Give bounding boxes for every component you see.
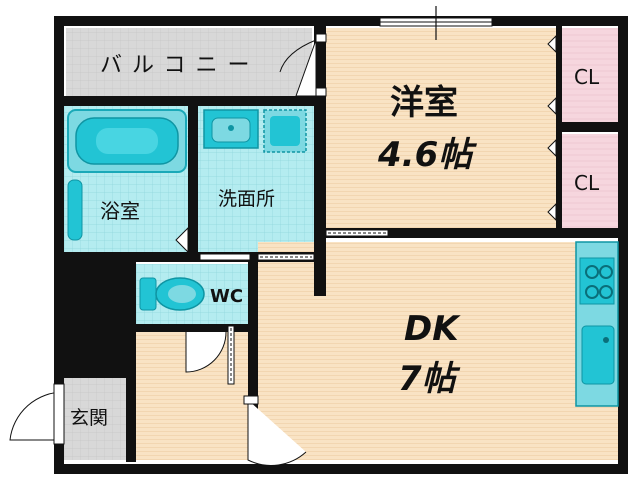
washroom-label: 洗面所 [218, 188, 275, 210]
sliding-door-western[interactable] [325, 229, 389, 237]
bathtub-icon [67, 109, 187, 173]
toilet-icon [139, 277, 205, 311]
washbasin-icon [203, 109, 259, 149]
hall-door[interactable] [243, 395, 307, 466]
entrance-door[interactable] [9, 383, 65, 445]
bath-label: 浴室 [100, 199, 140, 223]
kitchen-counter [575, 241, 619, 407]
shower-icon [67, 179, 83, 241]
sliding-door-hall[interactable] [227, 325, 235, 385]
sliding-door-washroom[interactable] [257, 253, 315, 261]
closet-1-floor [562, 28, 618, 122]
balcony-door[interactable] [279, 33, 327, 97]
closet-2-label: CL [574, 171, 600, 195]
washing-machine-icon [263, 109, 307, 153]
closet-2-floor [562, 134, 618, 228]
toilet-label: WC [210, 286, 243, 307]
closet-1-label: CL [574, 65, 600, 89]
dk-label: DK [404, 309, 461, 349]
entrance-floor [64, 378, 130, 460]
western-room-label: 洋室 [390, 83, 458, 123]
closet-door-2[interactable] [547, 138, 557, 222]
balcony-label: バルコニー [100, 53, 260, 78]
balcony-floor [66, 28, 312, 96]
western-room-floor [326, 28, 556, 228]
closet-door-1[interactable] [547, 34, 557, 116]
toilet-door[interactable] [185, 331, 227, 373]
entrance-label: 玄関 [70, 407, 108, 429]
dk-size-label: 7帖 [398, 359, 461, 399]
dk-floor [258, 242, 618, 460]
western-room-size-label: 4.6帖 [377, 135, 477, 175]
bath-door[interactable] [175, 226, 189, 254]
